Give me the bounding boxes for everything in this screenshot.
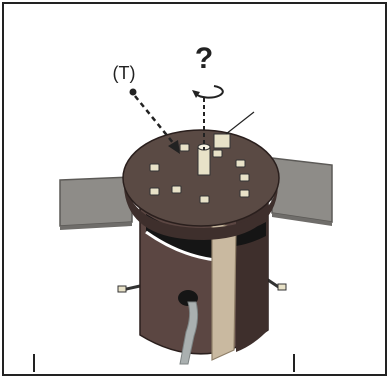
connector-wire [225,111,255,135]
solar-panel-right-edge [272,213,332,226]
dashed-arrow-icon [129,88,180,154]
solar-panel-left [59,176,133,227]
top-bolts [149,143,250,204]
solar-panel-right [271,157,333,223]
solar-panel-left-edge [60,222,132,230]
front-flap [211,219,237,361]
pointer-label: (T) [113,63,136,83]
body-cavity-right [236,222,266,246]
top-plate-rim [124,176,278,240]
center-shaft [197,146,211,176]
side-bolt-left [117,284,141,293]
connector-block [213,133,231,149]
rotation-arrow-icon [192,85,224,99]
top-plate [122,129,280,227]
question-mark: ? [195,42,213,75]
cavity-rim [145,230,217,262]
cable [179,301,199,365]
